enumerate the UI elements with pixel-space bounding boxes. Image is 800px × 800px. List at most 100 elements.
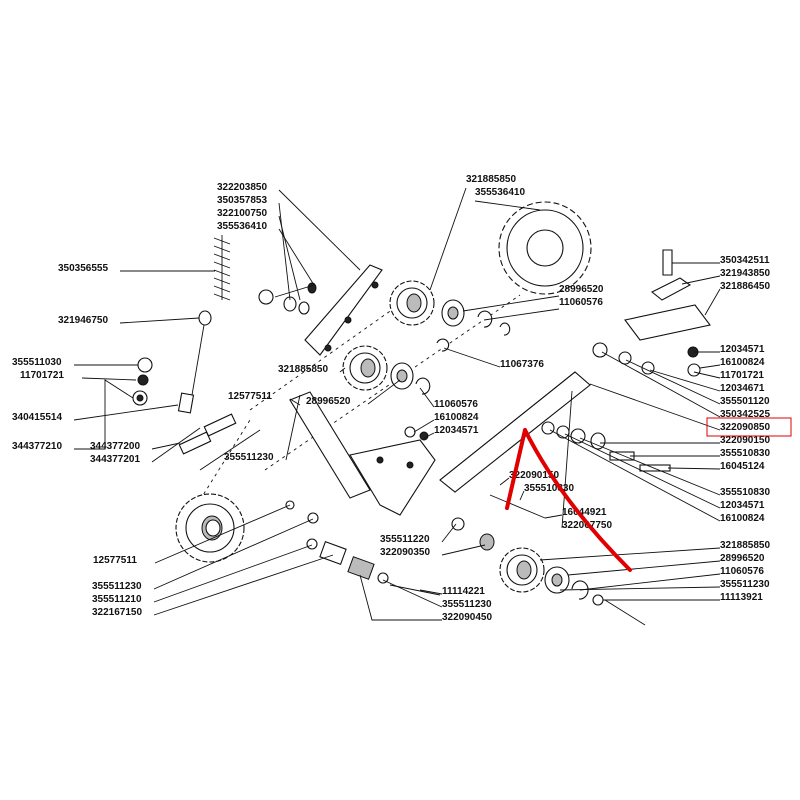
leader-line [559,586,721,591]
part-number-label: 350356555 [58,263,108,274]
leader-line [561,390,573,529]
leader-line [81,377,137,381]
leader-line [367,379,401,405]
part-number-label: 12034571 [434,425,479,436]
circlips [415,310,589,600]
leader-line [544,514,563,519]
washers-left [132,357,153,406]
part-number-label: 16100824 [720,513,765,524]
part-number-label: 11701721 [20,370,64,381]
leader-line [413,419,435,433]
leader-line [564,433,721,509]
part-number-label: 11060576 [434,399,478,410]
leader-line [499,477,510,486]
sprocket-middle [342,345,388,391]
highlight-annotation [505,417,792,572]
leader-line [441,544,486,556]
part-number-label: 344377201 [90,454,140,465]
part-number-label: 355510830 [524,483,574,494]
part-number-label: 322090150 [509,470,559,481]
frame-bracket [289,391,436,516]
part-number-label: 340415514 [12,412,62,423]
leader-line [278,202,291,301]
part-number-label: 12577511 [93,555,137,566]
leader-line [419,589,443,595]
part-number-label: 355511230 [224,452,274,463]
leader-line [73,404,179,421]
parts-drawing [132,201,711,626]
part-number-label: 28996520 [306,396,351,407]
part-number-label: 12577511 [228,391,272,402]
part-number-label: 322090150 [720,435,770,446]
part-number-label: 355536410 [475,187,525,198]
sprocket-bottom-right [499,547,545,593]
leader-line [539,547,721,561]
leader-line [153,544,313,603]
part-number-label: 321885850 [720,540,770,551]
chain-links [178,413,261,471]
part-number-label: 321943850 [720,268,770,279]
part-number-label: 11060576 [720,566,764,577]
part-number-label: 355510830 [720,448,770,459]
part-number-label: 16100824 [720,357,765,368]
part-number-label: 350342525 [720,409,770,420]
part-number-label: 12034571 [720,344,765,355]
leader-line [601,351,721,418]
part-number-label: 350357853 [217,195,267,206]
tensioner-arm [439,371,591,493]
leader-line [704,288,721,316]
leader-line [154,504,291,564]
leader-line [519,490,525,501]
part-number-label: 321946750 [58,315,108,326]
leader-line [119,317,200,324]
part-number-label: 350342511 [720,255,770,266]
part-labels: 3222038503503578533221007503555364103503… [12,174,770,623]
part-number-label: 16100824 [434,412,479,423]
leader-line [649,369,721,392]
sprocket-upper [389,280,435,326]
leader-line [74,379,134,450]
part-number-label: 11060576 [559,297,603,308]
part-number-label: 28996520 [559,284,604,295]
leader-line [429,187,467,291]
highlight-arrow [505,428,632,572]
washers-right [541,421,671,472]
part-number-label: 355510830 [720,487,770,498]
leader-line [667,467,721,470]
leader-line [285,394,301,461]
leader-line [153,518,314,590]
part-number-label: 11113921 [720,592,763,603]
part-number-label: 355511230 [720,579,770,590]
leader-line [151,427,201,463]
highlight-box [706,417,792,437]
leader-line [589,383,721,431]
part-number-label: 355511210 [92,594,142,605]
leader-line [278,189,361,271]
part-number-label: 344377210 [12,441,62,452]
part-number-label: 321886450 [720,281,770,292]
large-sprocket [498,201,592,295]
leader-line [443,347,501,368]
leader-line [625,359,721,405]
part-number-label: 11114221 [442,586,485,597]
leader-line [693,371,721,379]
part-number-label: 322167150 [92,607,142,618]
leader-line [474,200,541,211]
leader-line [462,295,560,312]
bearings [205,299,570,594]
tensioner-spring [177,235,231,414]
part-number-label: 355501120 [720,396,770,407]
part-number-label: 355511220 [380,534,430,545]
part-number-label: 321885850 [466,174,516,185]
part-number-label: 28996520 [720,553,765,564]
part-number-label: 344377200 [90,441,140,452]
leader-line [483,308,560,321]
leader-line [419,387,435,408]
part-number-label: 16045124 [720,461,765,472]
part-number-label: 322090850 [720,422,770,433]
part-number-label: 321885850 [278,364,328,375]
leader-line [549,429,721,522]
leader-line [579,573,721,591]
part-number-label: 322090450 [442,612,492,623]
